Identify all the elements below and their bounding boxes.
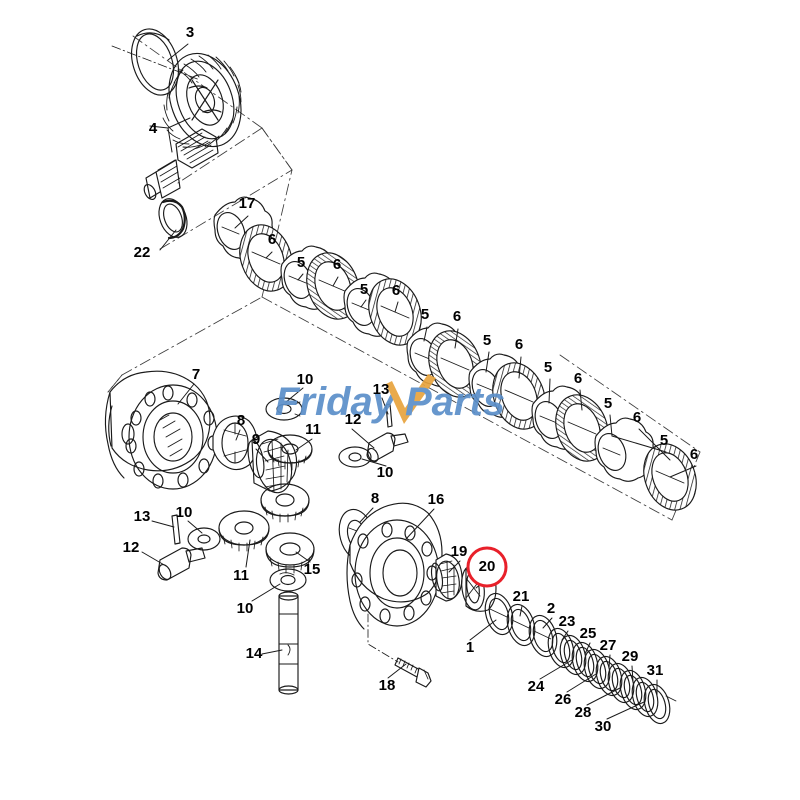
axis-18 <box>367 613 399 663</box>
watermark-parts-text: Parts <box>405 380 505 424</box>
watermark: Friday Parts <box>275 374 505 424</box>
callout-13[interactable]: 13 <box>373 381 390 398</box>
shim-stack <box>484 592 677 725</box>
callout-10[interactable]: 10 <box>237 600 254 617</box>
callout-5[interactable]: 5 <box>544 359 552 376</box>
callout-10[interactable]: 10 <box>377 464 394 481</box>
callout-19[interactable]: 19 <box>451 543 468 560</box>
callout-10[interactable]: 10 <box>297 371 314 388</box>
callout-31[interactable]: 31 <box>647 662 664 679</box>
part-14-cross-shaft <box>278 591 299 695</box>
part-18-bolt <box>394 657 432 688</box>
part-7-differential-case <box>104 370 219 490</box>
callout-17[interactable]: 17 <box>239 195 256 212</box>
callout-21[interactable]: 21 <box>513 588 530 605</box>
bracket-4 <box>149 117 191 153</box>
part-23-shim <box>547 627 575 669</box>
callout-6[interactable]: 6 <box>515 336 523 353</box>
highlight-ring-callout-20[interactable] <box>466 546 508 588</box>
part-10-thrust-washer <box>269 568 307 592</box>
callout-29[interactable]: 29 <box>622 648 639 665</box>
callout-22[interactable]: 22 <box>134 244 151 261</box>
callout-27[interactable]: 27 <box>600 637 617 654</box>
callout-6[interactable]: 6 <box>453 308 461 325</box>
callout-1[interactable]: 1 <box>466 639 474 656</box>
part-15-side-gear <box>265 532 315 574</box>
part-8-thrust-washer <box>212 415 258 471</box>
callout-3[interactable]: 3 <box>186 24 194 41</box>
callout-24[interactable]: 24 <box>528 678 545 695</box>
part-2-shim <box>528 614 558 658</box>
callout-13[interactable]: 13 <box>134 508 151 525</box>
part-24-shim <box>559 634 587 676</box>
callout-20-highlighted[interactable]: 20 <box>479 558 496 575</box>
callout-2[interactable]: 2 <box>547 600 555 617</box>
part-13-roll-pin <box>385 403 393 428</box>
part-11-pinion-gear <box>218 510 270 552</box>
watermark-check-icon <box>386 374 436 424</box>
callout-30[interactable]: 30 <box>595 718 612 735</box>
callout-18[interactable]: 18 <box>379 677 396 694</box>
callout-28[interactable]: 28 <box>575 704 592 721</box>
part-10-thrust-washer <box>187 527 221 551</box>
part-10-thrust-washer <box>265 397 303 421</box>
callout-6[interactable]: 6 <box>268 231 276 248</box>
callout-5[interactable]: 5 <box>297 254 305 271</box>
part-6-friction-disc <box>428 330 482 398</box>
callout-9[interactable]: 9 <box>252 431 260 448</box>
callout-6[interactable]: 6 <box>392 282 400 299</box>
callout-12[interactable]: 12 <box>345 411 362 428</box>
callout-14[interactable]: 14 <box>246 645 263 662</box>
callout-4[interactable]: 4 <box>149 120 158 137</box>
callout-7[interactable]: 7 <box>192 366 200 383</box>
callout-6[interactable]: 6 <box>333 256 341 273</box>
part-1-shim <box>484 592 514 636</box>
leader-lines <box>141 43 697 720</box>
callout-25[interactable]: 25 <box>580 625 597 642</box>
part-10-thrust-washer <box>338 446 372 468</box>
callout-5[interactable]: 5 <box>604 395 612 412</box>
part-13-roll-pin <box>171 514 181 545</box>
part-12-lock-pin <box>366 432 409 463</box>
callout-5[interactable]: 5 <box>421 306 429 323</box>
callout-23[interactable]: 23 <box>559 613 576 630</box>
callout-12[interactable]: 12 <box>123 539 140 556</box>
callout-5[interactable]: 5 <box>483 332 491 349</box>
callout-10[interactable]: 10 <box>176 504 193 521</box>
callout-15[interactable]: 15 <box>304 561 321 578</box>
part-21-shim <box>506 603 536 647</box>
callout-8[interactable]: 8 <box>237 412 245 429</box>
callout-5[interactable]: 5 <box>660 432 668 449</box>
part-25-shim <box>571 641 599 683</box>
part-29-shim <box>619 669 647 711</box>
callout-11[interactable]: 11 <box>233 567 249 584</box>
part-11-pinion-gear <box>260 483 310 523</box>
callout-5[interactable]: 5 <box>360 281 368 298</box>
callout-6[interactable]: 6 <box>574 370 582 387</box>
part-16-axle-hub <box>346 502 443 630</box>
callout-6[interactable]: 6 <box>633 409 641 426</box>
callout-16[interactable]: 16 <box>428 491 445 508</box>
part-31-shim <box>643 683 677 725</box>
axis-3 <box>111 45 201 81</box>
part-4-pinion-shaft <box>143 128 219 201</box>
part-27-shim <box>595 655 623 697</box>
part-26-shim <box>583 648 611 690</box>
callout-8[interactable]: 8 <box>371 490 379 507</box>
callout-11[interactable]: 11 <box>305 421 321 438</box>
part-3-ring-seal <box>131 28 179 96</box>
callout-26[interactable]: 26 <box>555 691 572 708</box>
part-4-crown-gear <box>162 52 242 150</box>
watermark-friday-text: Friday <box>275 380 397 424</box>
callout-6[interactable]: 6 <box>690 446 698 463</box>
part-22-oil-seal <box>158 198 188 240</box>
